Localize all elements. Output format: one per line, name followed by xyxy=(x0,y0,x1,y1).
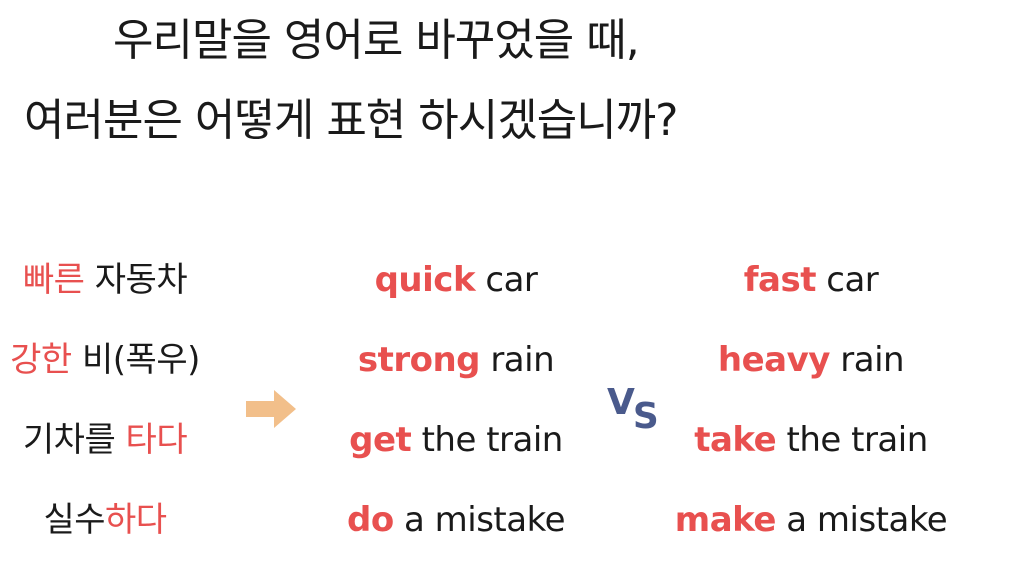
literal-rest: the train xyxy=(411,420,564,460)
korean-prefix: 기차를 xyxy=(22,420,126,460)
literal-rest: a mistake xyxy=(393,500,566,540)
korean-highlight: 빠른 xyxy=(22,260,85,300)
literal-translation-row: quick car xyxy=(340,254,572,334)
correct-rest: car xyxy=(815,260,879,300)
korean-rest: 자동차 xyxy=(84,260,188,300)
literal-rest: rain xyxy=(480,340,555,380)
korean-phrase-row: 빠른 자동차 xyxy=(0,254,210,334)
literal-keyword: quick xyxy=(374,260,476,300)
correct-translation-row: take the train xyxy=(668,414,954,494)
literal-translations-column: quick car strong rain get the train do a… xyxy=(340,254,572,574)
correct-translation-row: fast car xyxy=(668,254,954,334)
literal-keyword: do xyxy=(347,500,394,540)
title-line-2: 여러분은 어떻게 표현 하시겠습니까? xyxy=(24,95,679,146)
korean-phrase-row: 강한 비(폭우) xyxy=(0,334,210,414)
arrow-right-icon xyxy=(246,390,296,428)
korean-phrase-row: 기차를 타다 xyxy=(0,414,210,494)
korean-phrase-row: 실수하다 xyxy=(0,494,210,574)
literal-keyword: strong xyxy=(357,340,481,380)
arrow-shape xyxy=(246,390,296,428)
vs-letter-v: V xyxy=(607,382,635,423)
literal-translation-row: get the train xyxy=(340,414,572,494)
correct-translations-column: fast car heavy rain take the train make … xyxy=(668,254,954,574)
vs-letter-s: S xyxy=(632,396,659,437)
korean-highlight: 하다 xyxy=(105,500,167,540)
correct-translation-row: make a mistake xyxy=(668,494,954,574)
literal-rest: car xyxy=(475,260,538,300)
korean-phrases-column: 빠른 자동차 강한 비(폭우) 기차를 타다 실수하다 xyxy=(0,254,210,574)
title-line-1: 우리말을 영어로 바꾸었을 때, xyxy=(113,15,640,66)
correct-keyword: take xyxy=(694,420,777,460)
correct-keyword: make xyxy=(674,500,777,540)
korean-highlight: 강한 xyxy=(10,340,72,380)
correct-rest: a mistake xyxy=(775,500,948,540)
correct-keyword: heavy xyxy=(717,340,831,380)
korean-prefix: 실수 xyxy=(43,500,105,540)
correct-translation-row: heavy rain xyxy=(668,334,954,414)
literal-translation-row: strong rain xyxy=(340,334,572,414)
vs-label: VS xyxy=(607,382,659,437)
correct-rest: the train xyxy=(776,420,929,460)
literal-keyword: get xyxy=(349,420,412,460)
literal-translation-row: do a mistake xyxy=(340,494,572,574)
korean-rest: 비(폭우) xyxy=(71,340,200,380)
korean-highlight: 타다 xyxy=(125,420,188,460)
correct-rest: rain xyxy=(829,340,905,380)
correct-keyword: fast xyxy=(743,260,817,300)
